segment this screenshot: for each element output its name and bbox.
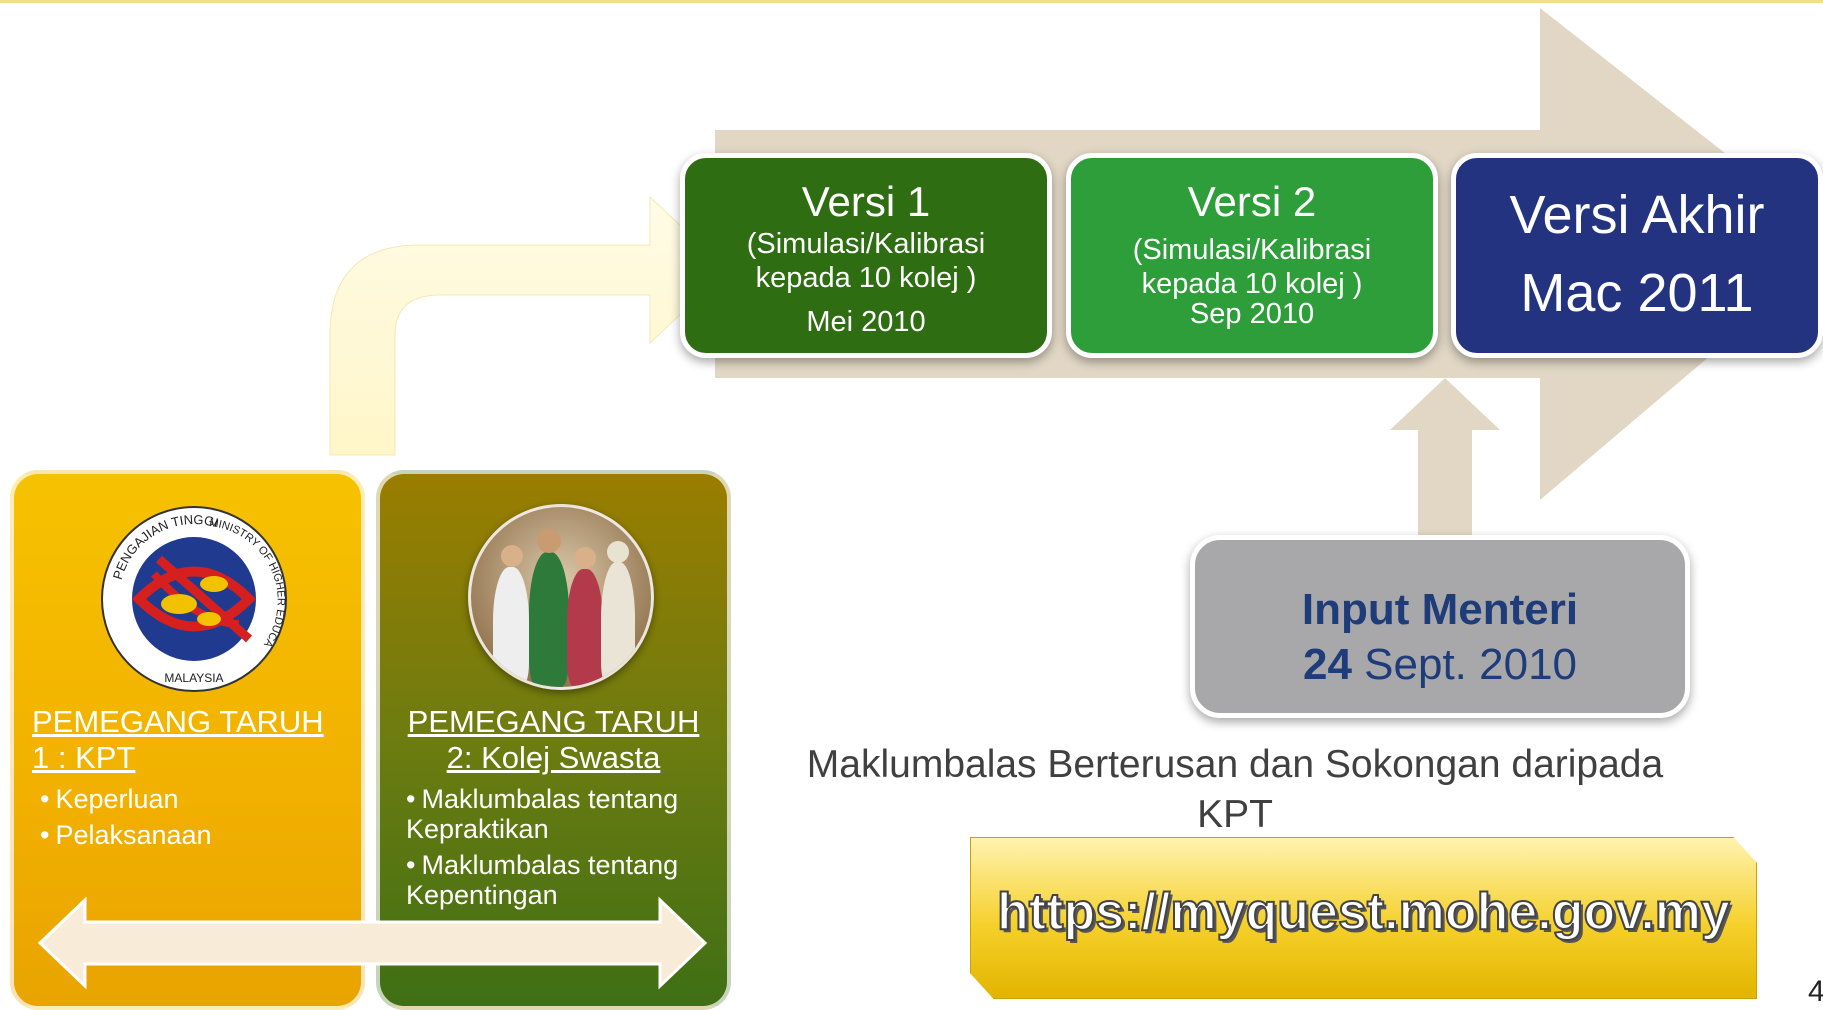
version-1-title: Versi 1 xyxy=(801,178,931,225)
version-2-box: Versi 2 (Simulasi/Kalibrasi kepada 10 ko… xyxy=(1066,153,1438,358)
figure xyxy=(567,569,603,687)
version-1-box: Versi 1 (Simulasi/Kalibrasi kepada 10 ko… xyxy=(680,153,1052,358)
final-version-date: Mac 2011 xyxy=(1520,263,1754,323)
figure-head xyxy=(501,545,523,567)
input-menteri-title: Input Menteri xyxy=(1301,585,1579,634)
feedback-text: Maklumbalas Berterusan dan Sokongan dari… xyxy=(765,740,1705,840)
feedback-line1: Maklumbalas Berterusan dan Sokongan dari… xyxy=(806,743,1664,786)
figure xyxy=(493,567,529,687)
input-up-arrow xyxy=(1390,378,1500,535)
stakeholder-2-panel: PEMEGANG TARUH 2: Kolej Swasta •Maklumba… xyxy=(376,470,731,1010)
stakeholder-to-version-arrow xyxy=(329,195,729,456)
list-item: •Keperluan xyxy=(40,784,179,814)
version-1-date: Mei 2010 xyxy=(806,306,926,338)
figure xyxy=(529,552,569,687)
kpt-logo-bottom-text: MALAYSIA xyxy=(164,671,223,685)
input-menteri-day: 24 xyxy=(1302,640,1352,689)
url-link[interactable]: https://myquest.mohe.gov.my xyxy=(996,882,1731,942)
input-menteri-date: 24 Sept. 2010 xyxy=(1195,640,1685,690)
final-version-title: Versi Akhir xyxy=(1509,185,1765,245)
input-menteri-box: Input Menteri 24 Sept. 2010 xyxy=(1190,535,1690,718)
figure xyxy=(601,562,635,687)
stakeholder-2-list: •Maklumbalas tentang Kepraktikan •Maklum… xyxy=(406,784,715,916)
kpt-logo-icon: PENGAJIAN TINGGI MINISTRY OF HIGHER EDUC… xyxy=(99,504,287,692)
figure-head xyxy=(607,541,629,563)
graduates-photo xyxy=(468,504,654,690)
version-2-date: Sep 2010 xyxy=(1189,298,1315,330)
version-2-sub-line2: kepada 10 kolej ) xyxy=(1141,268,1363,300)
bullet-icon: • xyxy=(40,820,50,850)
stakeholder-1-panel: PENGAJIAN TINGGI MINISTRY OF HIGHER EDUC… xyxy=(10,470,365,1010)
list-item: •Maklumbalas tentang Kepentingan xyxy=(406,850,679,910)
list-item: •Pelaksanaan xyxy=(40,820,212,850)
feedback-line2: KPT xyxy=(1197,793,1273,836)
bullet-icon: • xyxy=(40,784,50,814)
final-version-box: Versi Akhir Mac 2011 xyxy=(1451,153,1823,358)
stakeholder-1-title: PEMEGANG TARUH 1 : KPT xyxy=(32,704,324,775)
top-border xyxy=(0,0,1823,3)
version-2-title: Versi 2 xyxy=(1187,178,1317,225)
bullet-icon: • xyxy=(406,784,416,814)
version-1-sub-line2: kepada 10 kolej ) xyxy=(755,262,977,294)
list-item: •Maklumbalas tentang Kepraktikan xyxy=(406,784,679,844)
version-2-sub-line1: (Simulasi/Kalibrasi xyxy=(1132,234,1372,266)
stakeholder-2-title: PEMEGANG TARUH 2: Kolej Swasta xyxy=(407,704,700,775)
figure-head xyxy=(574,547,596,569)
bullet-icon: • xyxy=(406,850,416,880)
version-1-sub-line1: (Simulasi/Kalibrasi xyxy=(746,228,986,260)
url-banner[interactable]: https://myquest.mohe.gov.my xyxy=(970,837,1757,999)
stakeholder-1-list: •Keperluan •Pelaksanaan xyxy=(40,784,349,856)
figure-head xyxy=(537,529,561,553)
page-number: 4 xyxy=(1808,975,1823,1008)
input-menteri-month-year: Sept. 2010 xyxy=(1351,640,1578,689)
